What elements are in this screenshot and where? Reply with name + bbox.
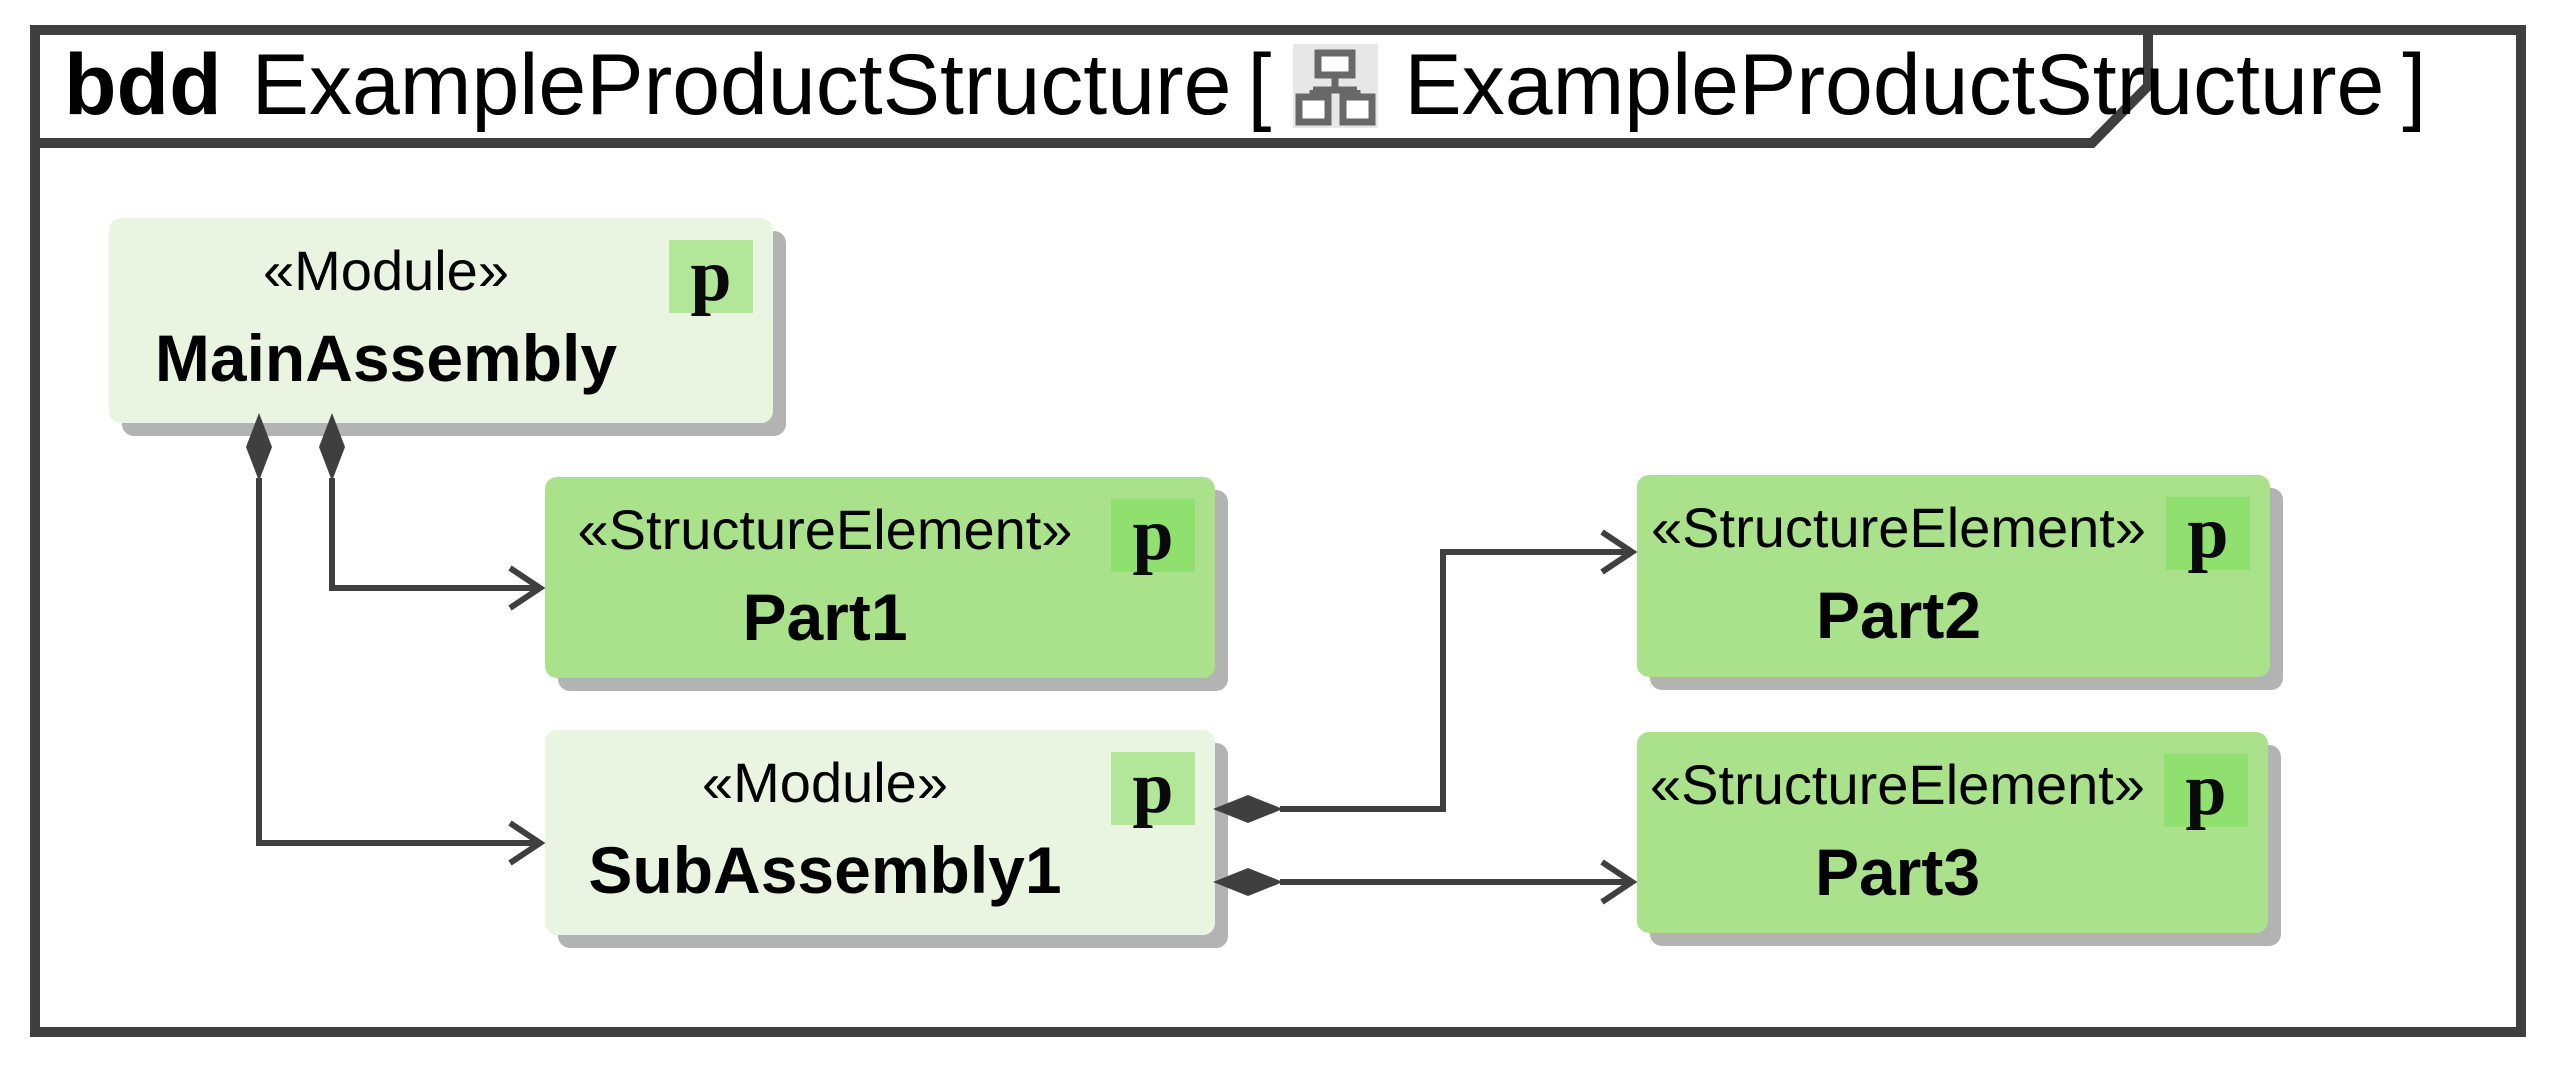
- block-text-column: «Module» SubAssembly1: [545, 730, 1105, 935]
- block-text-column: «StructureElement» Part1: [545, 477, 1105, 678]
- edge-path: [329, 478, 538, 591]
- composition-edge-mainassembly-subassembly1[interactable]: [246, 413, 546, 866]
- part-badge-icon: p: [1111, 751, 1195, 825]
- block-part2[interactable]: «StructureElement» Part2 p: [1637, 475, 2270, 677]
- block-name: Part2: [1815, 578, 1982, 652]
- part-badge-icon: p: [2166, 496, 2250, 570]
- part-badge-icon: p: [1111, 498, 1195, 572]
- composition-diamond: [1213, 868, 1283, 896]
- block-name: MainAssembly: [154, 321, 618, 395]
- block-stereotype: «Module»: [263, 239, 509, 302]
- diagram-title: ExampleProductStructure: [251, 37, 1232, 133]
- part-badge-icon: p: [669, 239, 753, 313]
- block-text-column: «StructureElement» Part3: [1637, 732, 2158, 933]
- bracket-close: ]: [2402, 37, 2427, 133]
- composition-edge-subassembly1-part3[interactable]: [1213, 859, 1638, 905]
- open-arrowhead-icon: [1600, 529, 1638, 575]
- open-arrowhead-icon: [1600, 859, 1638, 905]
- composition-diamond: [319, 413, 345, 481]
- block-stereotype: «StructureElement»: [1651, 496, 2146, 559]
- edge-path: [1280, 549, 1630, 812]
- edge-path: [256, 478, 538, 846]
- block-name: SubAssembly1: [588, 833, 1062, 907]
- block-part1[interactable]: «StructureElement» Part1 p: [545, 477, 1215, 678]
- block-name: Part3: [1814, 835, 1981, 909]
- composition-edge-subassembly1-part2[interactable]: [1213, 529, 1638, 823]
- open-arrowhead-icon: [508, 820, 546, 866]
- composition-diamond: [1213, 795, 1283, 823]
- block-part3[interactable]: «StructureElement» Part3 p: [1637, 732, 2268, 933]
- diagram-kind-label: bdd: [64, 37, 222, 133]
- block-sub-assembly1[interactable]: «Module» SubAssembly1 p: [545, 730, 1215, 935]
- block-text-column: «StructureElement» Part2: [1637, 475, 2160, 677]
- open-arrowhead-icon: [508, 565, 546, 611]
- block-text-column: «Module» MainAssembly: [109, 218, 663, 423]
- composition-diamond: [246, 413, 272, 481]
- diagram-frame-header: bdd ExampleProductStructure [ ExamplePro…: [30, 28, 2426, 143]
- block-stereotype: «StructureElement»: [1650, 753, 2145, 816]
- tree-structure-icon: [1293, 43, 1379, 128]
- block-stereotype: «StructureElement»: [577, 498, 1073, 561]
- part-badge-icon: p: [2164, 753, 2248, 827]
- block-main-assembly[interactable]: «Module» MainAssembly p: [109, 218, 773, 423]
- block-name: Part1: [742, 580, 908, 654]
- diagram-context-name: ExampleProductStructure: [1404, 37, 2385, 133]
- bracket-open: [: [1247, 37, 1272, 133]
- composition-edge-mainassembly-part1[interactable]: [319, 413, 546, 611]
- block-stereotype: «Module»: [702, 751, 948, 814]
